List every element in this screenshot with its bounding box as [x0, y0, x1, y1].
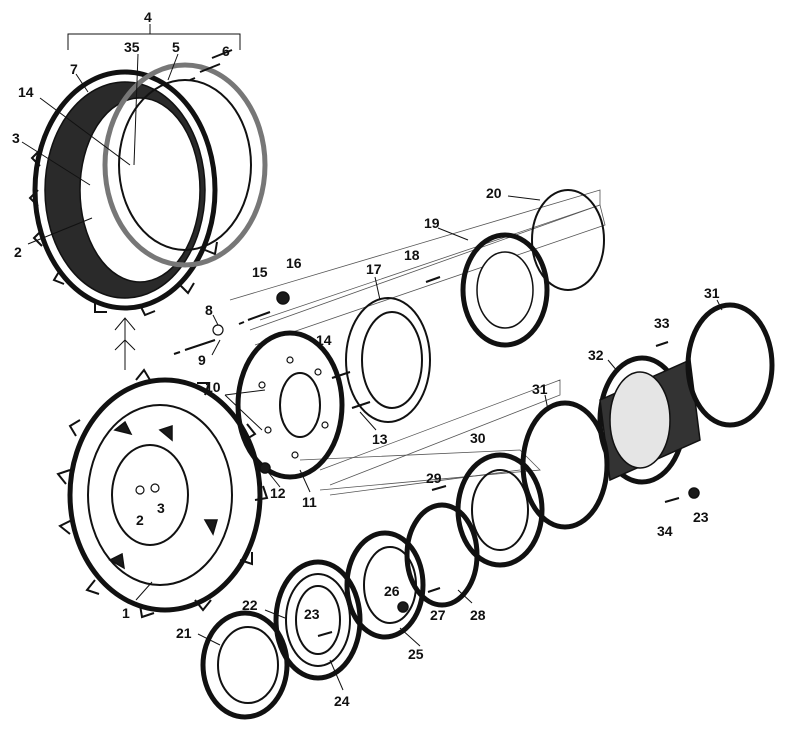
leader-lines [21, 53, 723, 691]
label-27: 27 [430, 607, 446, 623]
sprocket [56, 368, 269, 619]
assembly-arrows [114, 317, 136, 370]
callout-labels: 1 2 2 3 3 4 5 6 7 8 9 10 11 12 13 14 14 … [12, 9, 720, 709]
label-9: 9 [198, 352, 206, 368]
flange-plate [235, 330, 345, 480]
label-20: 20 [486, 185, 502, 201]
sprocket-ring-assembly [28, 69, 218, 317]
gasket-center [520, 400, 610, 530]
label-2-top: 2 [14, 244, 22, 260]
label-16: 16 [286, 255, 302, 271]
ring-plate [345, 297, 431, 423]
label-18: 18 [404, 247, 420, 263]
cover-plate [200, 610, 290, 720]
label-14-mid: 14 [316, 332, 332, 348]
label-6: 6 [222, 43, 230, 59]
bearing [273, 559, 363, 681]
label-22: 22 [242, 597, 258, 613]
label-19: 19 [424, 215, 440, 231]
label-26: 26 [384, 583, 400, 599]
label-24: 24 [334, 693, 350, 709]
label-31-center: 31 [532, 381, 548, 397]
label-29: 29 [426, 470, 442, 486]
label-23-right: 23 [693, 509, 709, 525]
label-34: 34 [657, 523, 673, 539]
seal-carrier [455, 452, 545, 568]
label-3-top: 3 [12, 130, 20, 146]
label-31-right: 31 [704, 285, 720, 301]
label-32: 32 [588, 347, 604, 363]
label-17: 17 [366, 261, 382, 277]
label-2-bottom: 2 [136, 512, 144, 528]
label-33: 33 [654, 315, 670, 331]
label-1: 1 [122, 605, 130, 621]
label-8: 8 [205, 302, 213, 318]
label-35: 35 [124, 39, 140, 55]
label-30: 30 [470, 430, 486, 446]
label-10: 10 [205, 379, 221, 395]
fasteners [173, 49, 700, 637]
seal-housing [460, 232, 550, 348]
floating-seal [344, 530, 426, 640]
label-13: 13 [372, 431, 388, 447]
bracket-4 [67, 24, 241, 50]
gasket-right [685, 302, 775, 428]
label-23-bearing: 23 [304, 606, 320, 622]
label-25: 25 [408, 646, 424, 662]
assembly-axis-lines [229, 189, 606, 496]
label-15: 15 [252, 264, 268, 280]
label-14-top: 14 [18, 84, 34, 100]
o-ring [531, 189, 605, 291]
label-3-bottom: 3 [157, 500, 165, 516]
label-4: 4 [144, 9, 152, 25]
bolt-ring [102, 62, 268, 268]
label-12: 12 [270, 485, 286, 501]
label-5: 5 [172, 39, 180, 55]
hub [597, 355, 701, 485]
label-11: 11 [302, 494, 317, 510]
label-28: 28 [470, 607, 486, 623]
label-21: 21 [176, 625, 192, 641]
label-7: 7 [70, 61, 78, 77]
